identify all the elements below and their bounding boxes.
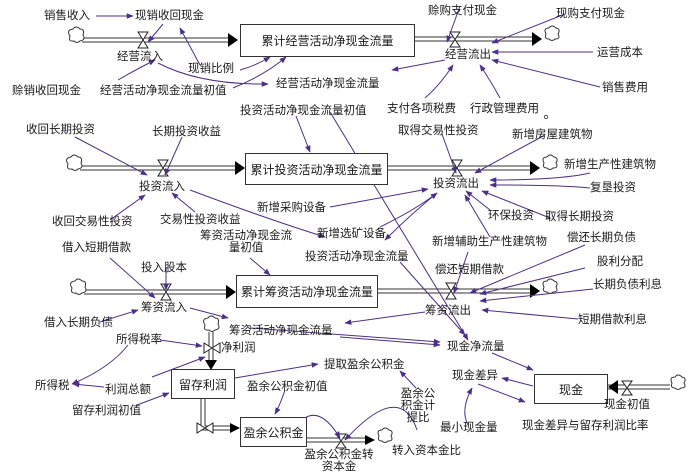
label-cash-net-flow: 现金净流量 [447, 339, 505, 353]
label-credit-purchase-pay: 赊购支付现金 [428, 3, 497, 17]
valve-icon [451, 159, 463, 177]
label-acquire-trading-invest: 取得交易性投资 [398, 123, 479, 137]
valve-icon [137, 31, 149, 49]
label-investing-inflow: 投资流入 [139, 179, 185, 193]
cloud-icon [377, 427, 393, 443]
label-equity-input: 投入股本 [141, 260, 187, 274]
label-new-purchase-equipment: 新增采购设备 [257, 200, 326, 214]
label-admin-expense: 行政管理费用 [470, 101, 539, 115]
label-env-invest: 环保投资 [488, 208, 534, 222]
valve-icon [621, 380, 633, 396]
label-taxes-paid: 支付各项税费 [387, 101, 456, 115]
label-financing-inflow: 筹资流入 [141, 300, 187, 314]
label-cash-sales-receipt: 现销收回现金 [135, 8, 204, 22]
label-cash-sales-ratio: 现销比例 [188, 61, 234, 75]
label-new-mining-equipment: 新增选矿设备 [317, 226, 386, 240]
label-operating-outflow: 经营流出 [445, 47, 491, 61]
label-long-borrow: 借入长期负债 [44, 315, 113, 329]
stock-cumulative-operating-net-cash-flow[interactable]: 累计经营活动净现金流量 [240, 24, 415, 57]
label-credit-sales-receipt: 赊销收回现金 [12, 83, 81, 97]
label-repay-lt-debt: 偿还长期负债 [567, 230, 636, 244]
label-reclamation-invest: 复垦投资 [590, 180, 636, 194]
label-trading-invest-income: 交易性投资收益 [160, 212, 241, 226]
label-financing-outflow: 筹资流出 [425, 303, 471, 317]
label-extract-surplus: 提取盈余公积金 [324, 357, 405, 371]
label-surplus-ratio: 盈余公积金计提比 [400, 386, 436, 424]
label-new-production-buildings: 新增生产性建筑物 [564, 157, 656, 171]
label-operating-net-flow: 经营活动净现金流量 [276, 76, 380, 90]
label-to-capital-ratio: 转入资本金比 [392, 443, 461, 457]
pipe-arrowheads [205, 32, 618, 445]
label-financing-initial-value: 筹资活动净现金流量初值 [200, 228, 292, 254]
label-net-profit: 净利润 [221, 340, 256, 354]
label-total-profit: 利润总额 [105, 382, 151, 396]
label-surplus-to-capital: 盈余公积金转资本金 [304, 447, 374, 473]
cloud-icon [66, 154, 83, 171]
source-sink-clouds [66, 25, 686, 443]
cloud-icon [203, 315, 220, 332]
label-investing-initial-value: 投资活动净现金流量初值 [240, 103, 367, 117]
label-cash-difference: 现金差异 [452, 368, 498, 382]
label-cash-initial-value: 现金初值 [604, 397, 650, 411]
label-recover-lt-invest: 收回长期投资 [26, 122, 95, 136]
stock-retained-profit[interactable]: 留存利润 [171, 369, 235, 399]
label-recover-trading-invest: 收回交易性投资 [52, 214, 133, 228]
label-surplus-initial: 盈余公积金初值 [247, 379, 328, 393]
cloud-icon [70, 278, 87, 295]
stock-cumulative-financing-net-cash-flow[interactable]: 累计筹资活动净现金流量 [236, 275, 378, 308]
label-financing-net-flow: 筹资活动净现金流量 [229, 323, 333, 337]
valve-icon [449, 31, 461, 48]
stock-surplus-reserve[interactable]: 盈余公积金 [240, 417, 307, 447]
label-operating-cost: 运营成本 [597, 45, 643, 59]
label-investing-net-flow: 投资活动净现金流量 [305, 249, 409, 263]
stock-cash[interactable]: 现金 [534, 374, 608, 404]
label-operating-inflow: 经营流入 [117, 49, 163, 63]
label-dividend: 股利分配 [597, 254, 643, 268]
cloud-icon [68, 26, 85, 43]
causal-links [71, 5, 601, 441]
valve-icon [335, 433, 347, 449]
valve-icon [196, 422, 214, 434]
small-circle-marker [543, 114, 549, 120]
label-min-cash: 最小现金量 [440, 420, 498, 434]
cloud-icon [544, 25, 560, 41]
stock-cumulative-investing-net-cash-flow[interactable]: 累计投资活动净现金流量 [245, 153, 388, 185]
label-selling-expense: 销售费用 [602, 80, 648, 94]
valve-icon [157, 159, 169, 177]
label-cash-diff-retained-ratio: 现金差异与留存利润比率 [522, 418, 649, 432]
label-investing-outflow: 投资流出 [433, 176, 479, 190]
label-short-borrow: 借入短期借款 [62, 240, 131, 254]
label-acquire-lt-invest: 取得长期投资 [545, 209, 614, 223]
cloud-icon [542, 278, 558, 294]
label-lt-invest-income: 长期投资收益 [152, 124, 221, 138]
valve-icon [203, 342, 221, 354]
label-new-aux-buildings: 新增辅助生产性建筑物 [432, 234, 547, 248]
label-income-tax: 所得税 [35, 378, 70, 392]
label-retained-initial: 留存利润初值 [72, 403, 141, 417]
label-sales-income: 销售收入 [44, 8, 90, 22]
label-repay-st-borrow: 偿还短期借款 [435, 262, 504, 276]
label-lt-debt-interest: 长期负债利息 [593, 277, 662, 291]
cloud-icon [670, 374, 686, 390]
label-operating-initial-value: 经营活动净现金流量初值 [100, 83, 227, 97]
cloud-icon [542, 154, 558, 170]
label-tax-rate: 所得税率 [116, 332, 162, 346]
label-cash-purchase-pay: 现购支付现金 [556, 6, 625, 20]
label-new-buildings: 新增房屋建筑物 [512, 127, 593, 141]
label-st-borrow-interest: 短期借款利息 [578, 312, 647, 326]
